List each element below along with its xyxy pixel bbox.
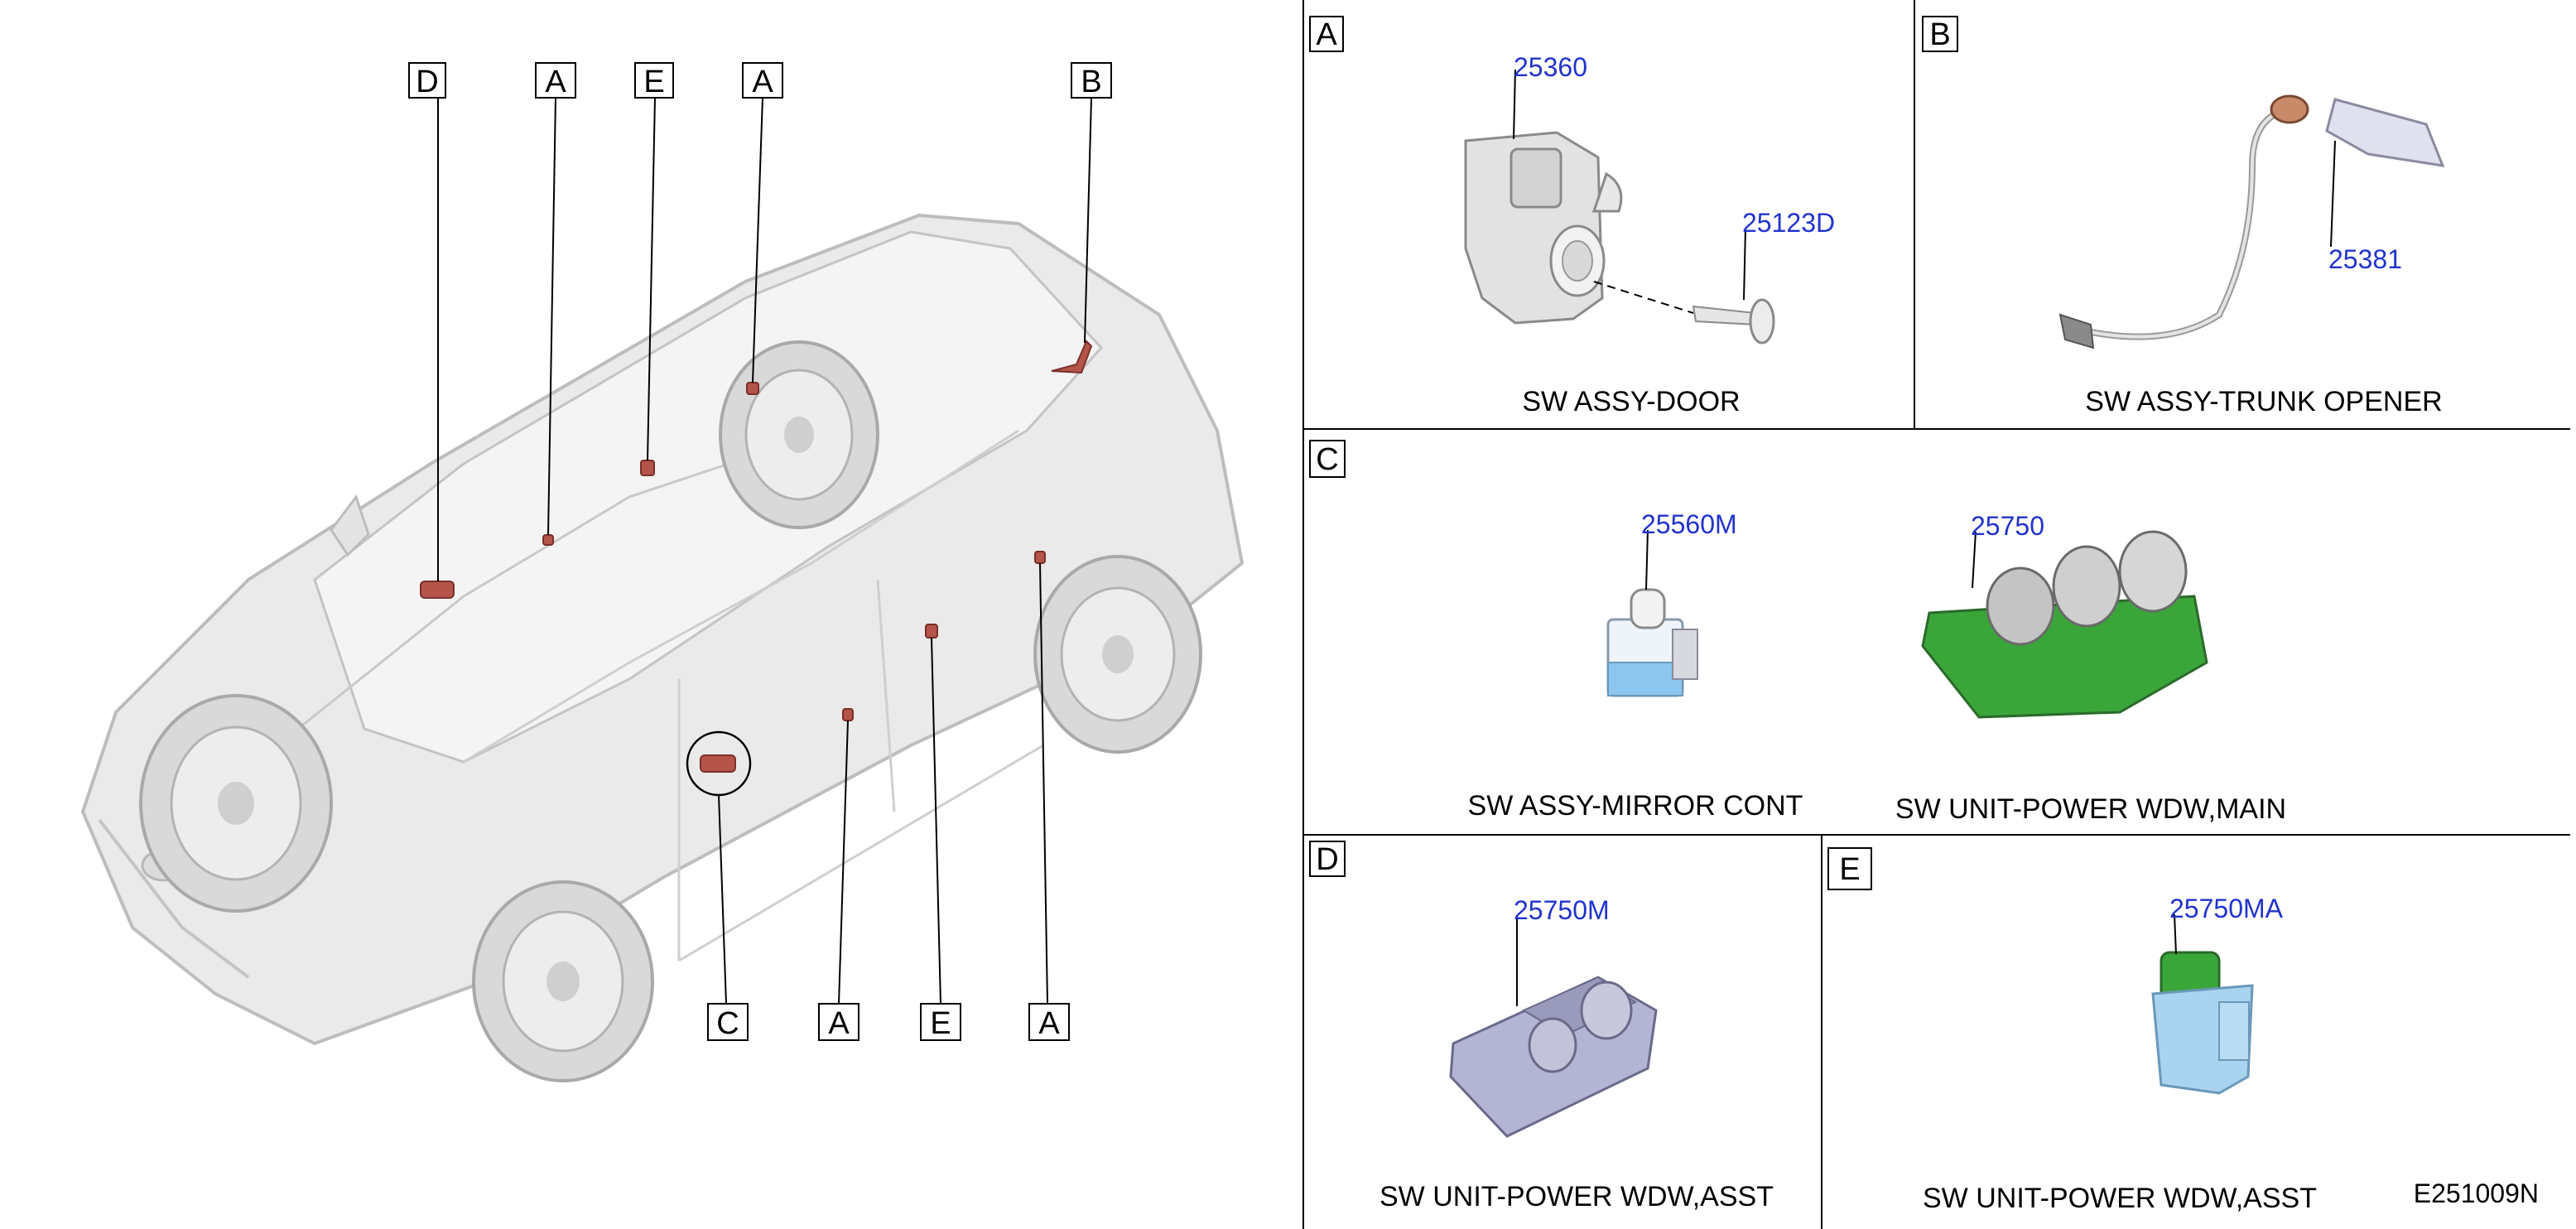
wheel-rear-right: [1033, 555, 1202, 754]
panel-caption: SW UNIT-POWER WDW,ASST: [1923, 1183, 2317, 1214]
callout-A-bottom-4: A: [1028, 1003, 1070, 1041]
wheel-rear-left: [472, 880, 654, 1082]
panel-C: C 25560M 25750 SW ASSY-MIRROR CONT SW UN…: [1309, 440, 2286, 825]
marker-E-bottom: [925, 624, 938, 639]
callout-A-bottom-2: A: [818, 1003, 859, 1041]
callout-E-top: E: [634, 62, 674, 99]
marker-D: [420, 581, 455, 599]
part-number: 25360: [1514, 52, 1587, 82]
screw-illustration: [1593, 281, 1775, 345]
wheel-front-right: [719, 340, 879, 529]
callout-A-top-4: A: [742, 62, 783, 99]
callout-E-bottom: E: [920, 1003, 961, 1041]
part-number: 25750: [1971, 511, 2044, 541]
wheel-front-left: [139, 694, 333, 913]
marker-C: [700, 754, 736, 773]
callout-B-top: B: [1071, 62, 1112, 99]
switch-markers: [420, 340, 1093, 773]
panel-caption: SW ASSY-DOOR: [1522, 386, 1740, 417]
callout-label: D: [416, 65, 438, 99]
power-window-main-switch-illustration: [1921, 530, 2208, 719]
callout-D-top: D: [408, 62, 446, 99]
door-switch-illustration: [1464, 131, 1623, 325]
panel-tag: A: [1316, 17, 1337, 52]
panel-tag: B: [1929, 17, 1950, 52]
callout-label: A: [828, 1006, 850, 1041]
power-window-asst-switch-e-illustration: [2151, 951, 2254, 1095]
callout-label: E: [930, 1006, 951, 1041]
marker-A-bottom-4: [1034, 551, 1046, 564]
callout-label: E: [643, 65, 664, 99]
marker-B: [1051, 340, 1093, 374]
part-number: 25560M: [1641, 509, 1737, 539]
marker-A-top-2: [542, 534, 554, 546]
part-number: 25750MA: [2169, 894, 2284, 923]
car-illustration: [80, 213, 1245, 1082]
part-number: 25750M: [1514, 895, 1610, 925]
panel-tag: D: [1316, 842, 1338, 877]
power-window-asst-switch-illustration: [1449, 976, 1658, 1138]
panel-B: B 25381 SW ASSY-TRUNK OPENER: [1922, 16, 2445, 417]
panel-caption: SW ASSY-MIRROR CONT: [1468, 790, 1803, 822]
callout-C-bottom: C: [707, 1003, 749, 1041]
callout-label: B: [1081, 65, 1101, 99]
marker-A-top-4: [746, 382, 759, 395]
part-number: 25123D: [1742, 208, 1835, 238]
panel-D: D 25750M SW UNIT-POWER WDW,ASST: [1309, 841, 1774, 1212]
callout-label: A: [1038, 1006, 1060, 1041]
panel-tag: C: [1316, 442, 1338, 477]
panel-caption: SW UNIT-POWER WDW,ASST: [1379, 1181, 1774, 1212]
figure-code: E251009N: [2414, 1178, 2539, 1208]
callout-label: A: [752, 65, 773, 99]
trunk-opener-switch-illustration: [2058, 94, 2445, 349]
callout-label: C: [716, 1006, 739, 1041]
panel-caption: SW ASSY-TRUNK OPENER: [2085, 386, 2442, 417]
marker-A-bottom-2: [842, 708, 854, 721]
callout-leaders: [437, 97, 1092, 1005]
callout-label: A: [545, 65, 566, 99]
panel-grid-lines: [1302, 0, 2570, 1229]
part-number: 25381: [2328, 244, 2402, 274]
panel-tag: E: [1839, 852, 1860, 887]
panel-caption: SW UNIT-POWER WDW,MAIN: [1895, 793, 2286, 825]
mirror-control-switch-illustration: [1606, 588, 1698, 697]
callout-A-top-2: A: [535, 62, 576, 99]
panel-E: E 25750MA SW UNIT-POWER WDW,ASST: [1827, 847, 2317, 1214]
marker-E-top: [640, 460, 655, 476]
panel-A: A 25360 25123D SW ASSY-DOOR: [1309, 16, 1835, 417]
